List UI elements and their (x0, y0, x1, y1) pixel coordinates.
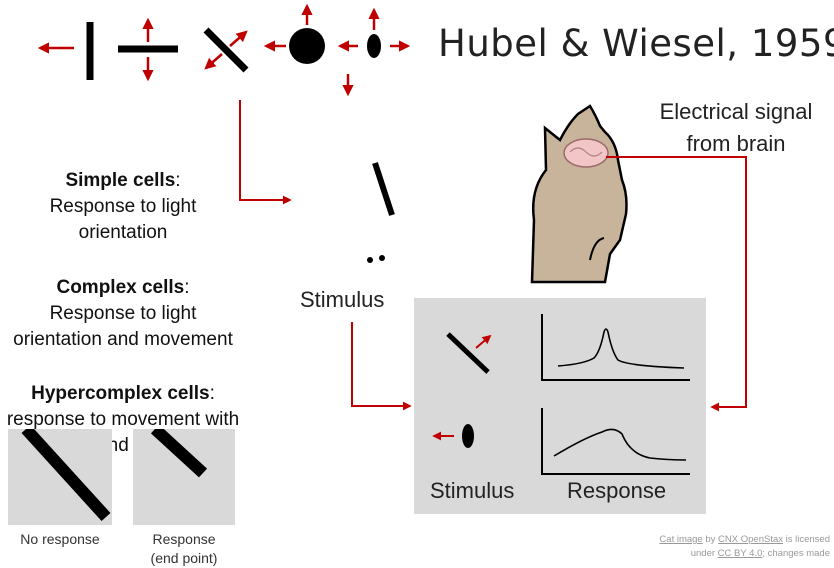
cell-type-desc: orientation and movement (13, 329, 233, 350)
stimulus-dot (367, 257, 373, 263)
complex-cells-block: Complex cells: Response to light orienta… (0, 275, 246, 353)
icons-to-stimulus-connector (239, 100, 292, 205)
diag-arrow-up (229, 30, 248, 47)
diag-arrow-down (204, 53, 223, 70)
signal-label: Electrical signal from brain (636, 96, 834, 160)
stimulus-dot (379, 255, 385, 261)
image-credit: Cat image by CNX OpenStax is licensed un… (600, 533, 830, 561)
response-graphs (432, 314, 690, 475)
filled-ellipse (367, 34, 381, 58)
credit-text: is licensed (783, 534, 830, 545)
simple-cells-block: Simple cells: Response to light orientat… (0, 168, 246, 246)
credit-text: under (690, 548, 718, 559)
no-response-bar (21, 429, 111, 522)
colon: : (175, 170, 181, 191)
stimulus-icons-row (37, 3, 411, 97)
diagonal-bar (203, 27, 249, 73)
signal-label-line: from brain (686, 131, 786, 156)
cell-type-desc: response to movement with (6, 409, 240, 430)
graph-axes (541, 408, 690, 475)
response-label: Response (567, 478, 667, 503)
cat-illustration (530, 104, 628, 284)
stimulus-bar (372, 162, 395, 216)
caption-line: No response (20, 531, 100, 547)
caption-line: (end point) (150, 550, 218, 566)
panel-ellipse (462, 424, 474, 448)
response-panel (414, 298, 706, 514)
graph-axes (541, 314, 690, 381)
credit-link[interactable]: Cat image (659, 534, 703, 545)
signal-wire (606, 156, 747, 412)
diagram-title: Hubel & Wiesel, 1959 (438, 22, 834, 65)
colon: : (209, 383, 215, 404)
no-response-caption: No response (0, 530, 120, 549)
caption-line: Response (152, 531, 216, 547)
cell-type-desc: Response to light (49, 196, 197, 217)
stimulus-label-top: Stimulus (300, 287, 385, 312)
stimulus-label-bottom: Stimulus (430, 478, 515, 503)
panel-diag-arrow (475, 334, 492, 349)
filled-circle (289, 28, 325, 64)
stimulus-to-panel-arrow (351, 322, 412, 411)
credit-text: ; changes made (762, 548, 830, 559)
credit-link[interactable]: CNX OpenStax (718, 534, 783, 545)
end-point-caption: Response (end point) (124, 530, 244, 568)
no-response-example (8, 429, 112, 525)
cell-type-desc: orientation (78, 222, 168, 243)
cat-brain (563, 138, 609, 168)
panel-diagonal-bar (446, 332, 490, 374)
end-point-bar (150, 429, 208, 478)
cell-type-name: Hypercomplex cells (31, 383, 210, 404)
credit-text: by (702, 534, 719, 545)
cell-type-name: Complex cells (56, 277, 185, 298)
cell-type-desc: Response to light (49, 303, 197, 324)
cell-type-name: Simple cells (65, 170, 176, 191)
signal-label-line: Electrical signal (659, 99, 813, 124)
colon: : (184, 277, 190, 298)
end-point-example (133, 429, 235, 525)
response-curve-sharp (557, 328, 685, 369)
credit-link[interactable]: CC BY 4.0 (717, 548, 763, 559)
response-curve-broad (553, 428, 687, 461)
